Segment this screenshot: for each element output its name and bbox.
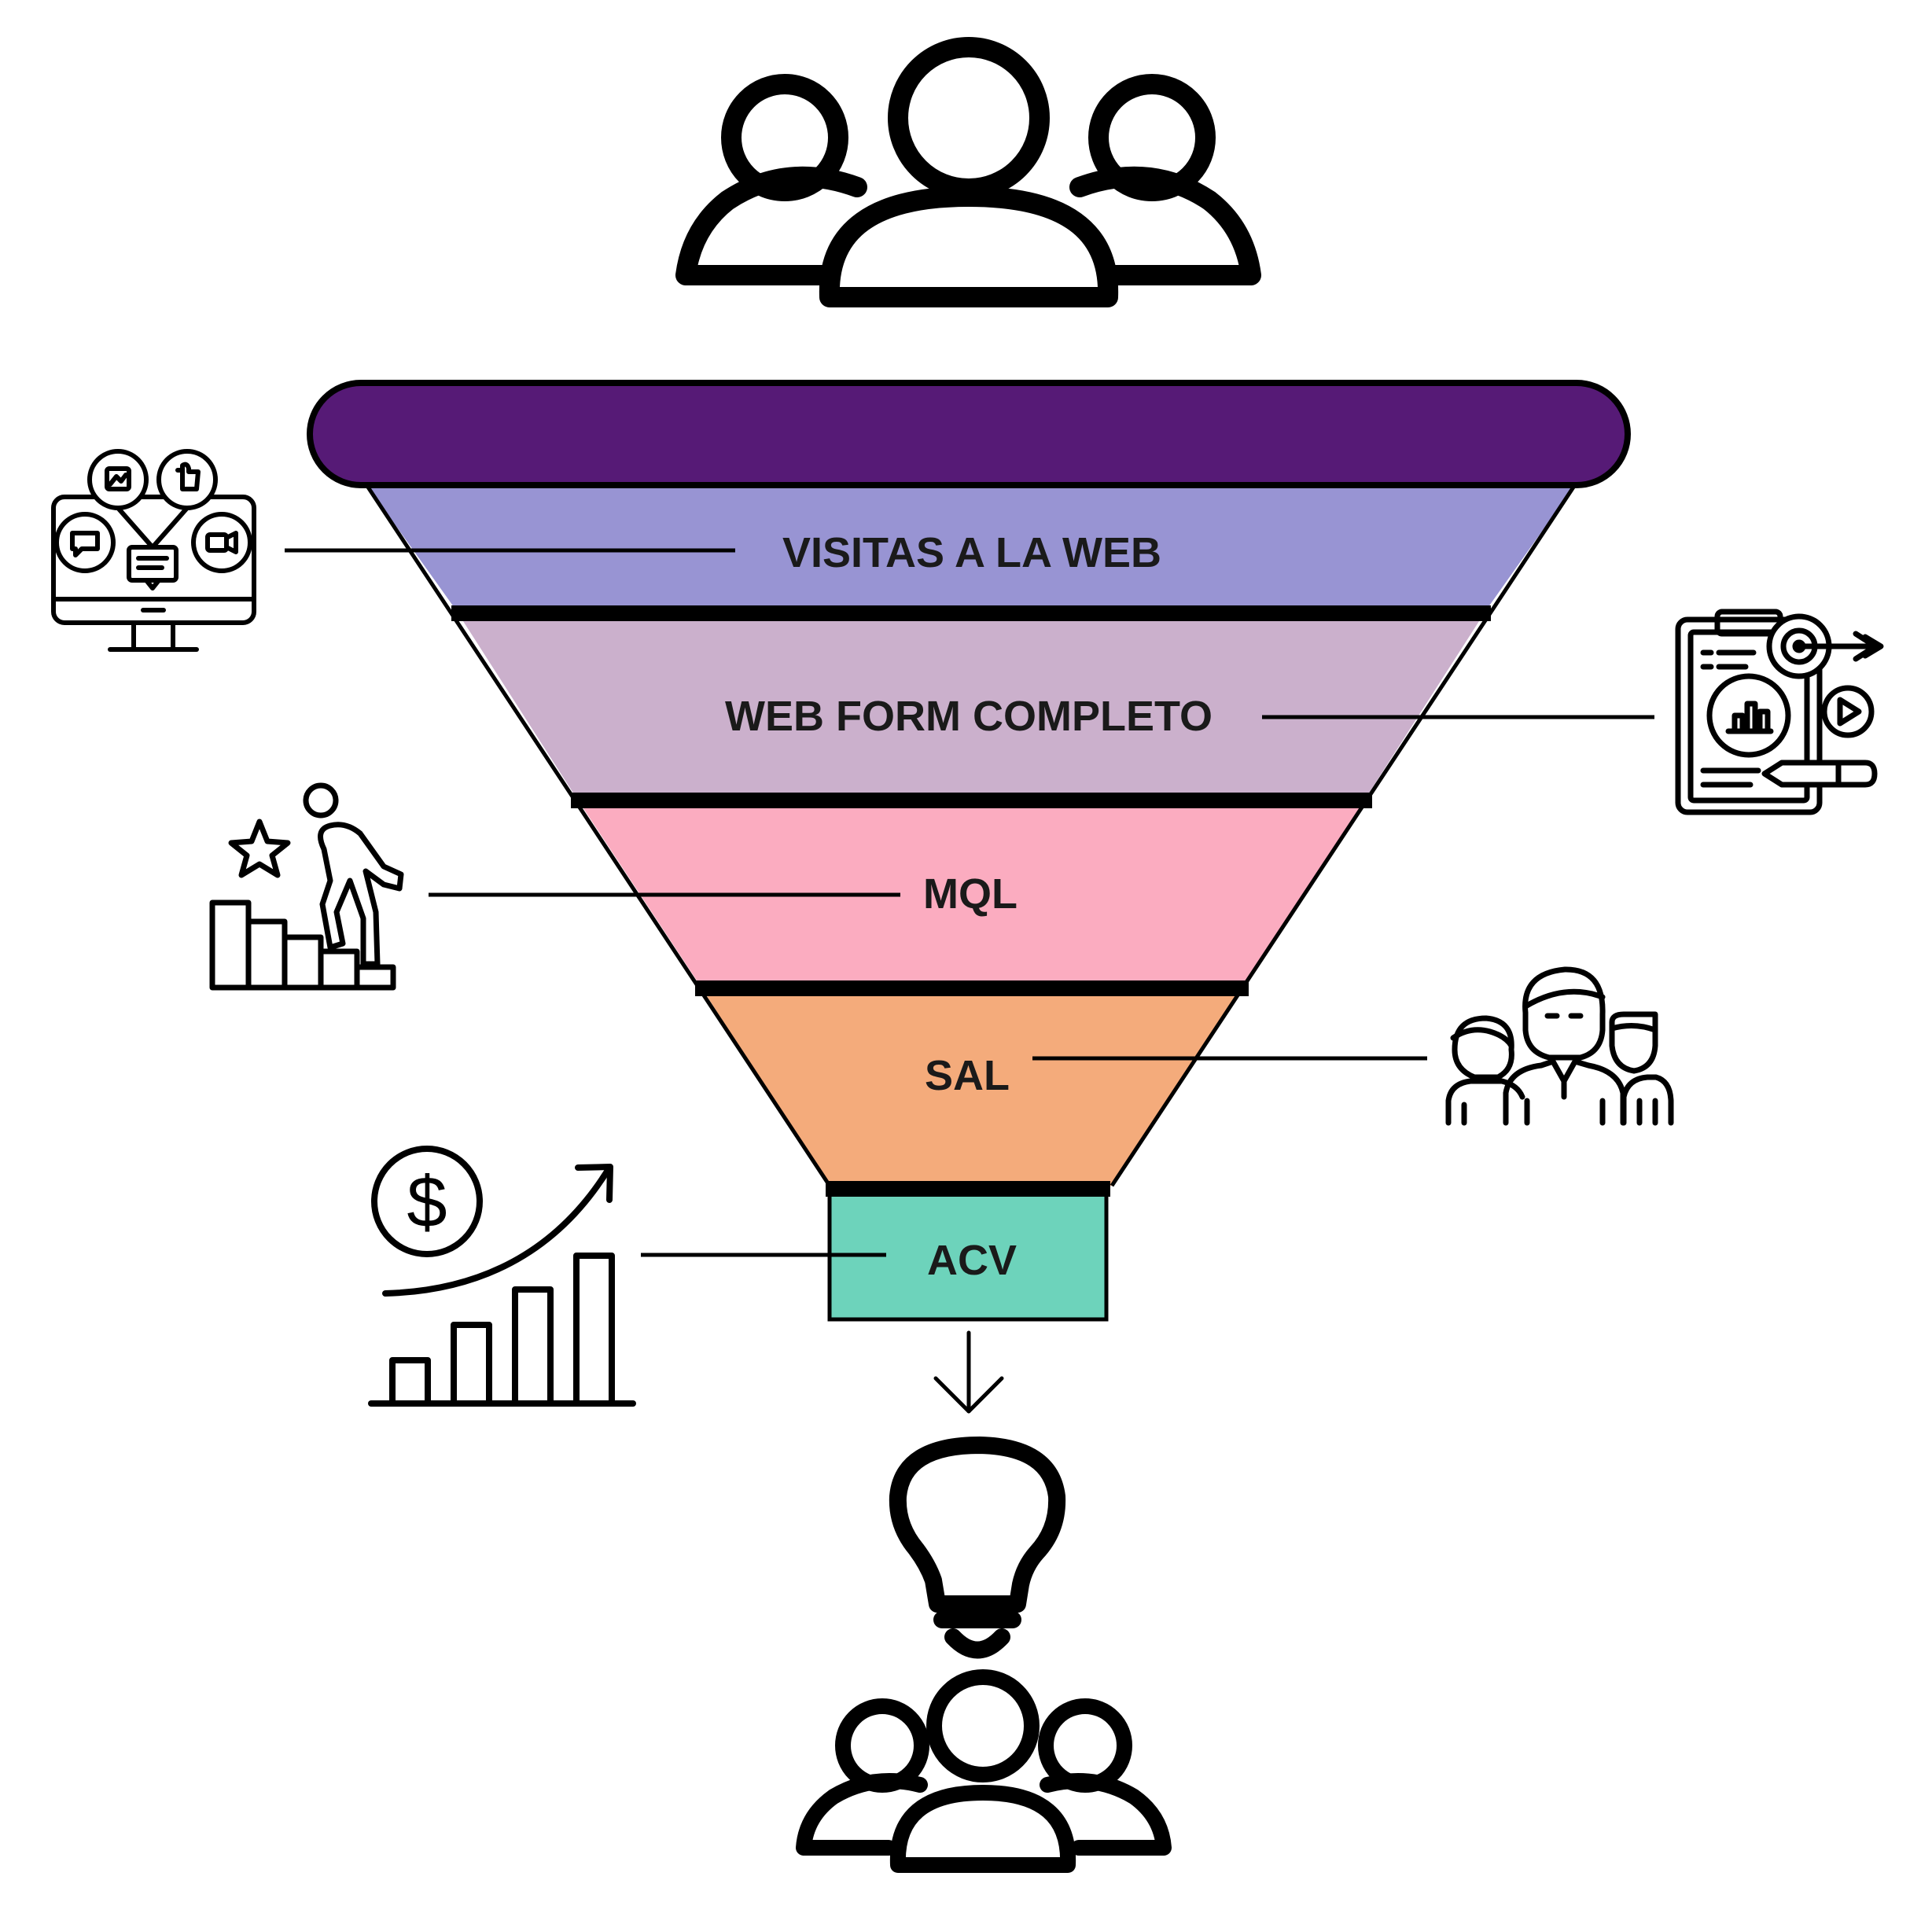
funnel-band-sal bbox=[698, 983, 1245, 1186]
stage-label-sal: SAL bbox=[925, 1052, 1010, 1099]
revenue-growth-chart-icon: $ bbox=[368, 1146, 636, 1407]
users-group-icon bbox=[675, 37, 1261, 307]
connector-lines bbox=[285, 548, 1654, 1257]
person-climbing-stairs-star-icon bbox=[209, 782, 404, 991]
funnel-band-acv bbox=[830, 1186, 1106, 1319]
stage-label-webform: WEB FORM COMPLETO bbox=[725, 693, 1213, 740]
clipboard-target-report-icon bbox=[1675, 609, 1884, 815]
funnel-band-visitas bbox=[364, 481, 1577, 610]
users-group-icon bbox=[796, 1669, 1172, 1873]
stage-label-mql: MQL bbox=[923, 870, 1018, 918]
lightbulb-icon bbox=[889, 1437, 1066, 1659]
funnel-band-webform bbox=[456, 610, 1486, 794]
stage-label-acv: ACV bbox=[927, 1237, 1017, 1284]
funnel-band-mql bbox=[574, 794, 1368, 983]
sales-team-icon bbox=[1445, 966, 1674, 1126]
stage-label-visitas: VISITAS A LA WEB bbox=[782, 529, 1161, 576]
computer-social-media-icon bbox=[51, 449, 256, 652]
arrow-down-icon bbox=[933, 1330, 1004, 1414]
funnel: VISITAS A LA WEB WEB FORM COMPLETO MQL S… bbox=[307, 380, 1631, 1322]
svg-text:$: $ bbox=[407, 1162, 447, 1242]
funnel-rim bbox=[307, 380, 1631, 488]
